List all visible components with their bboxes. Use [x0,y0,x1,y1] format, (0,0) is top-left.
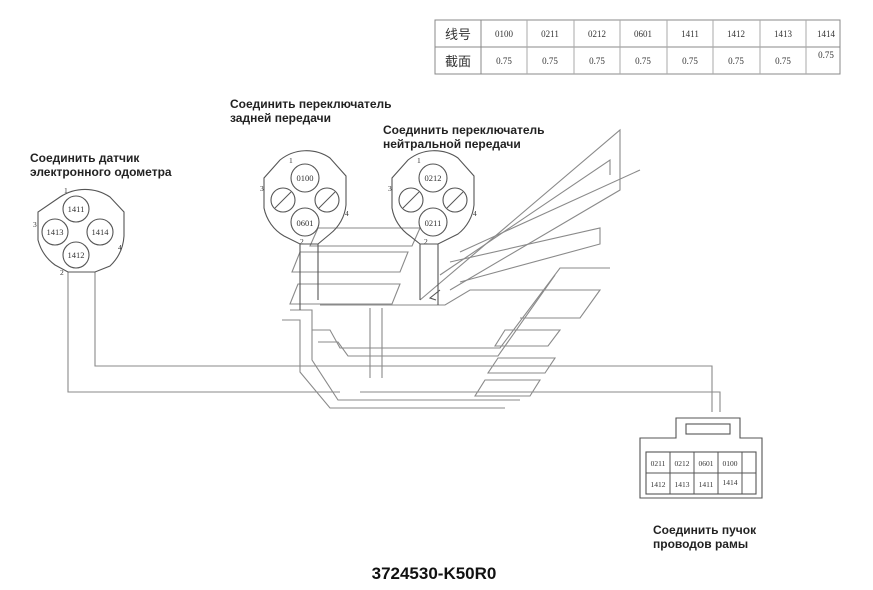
table-cell: 0.75 [496,56,512,66]
pin-label: 0100 [297,173,314,183]
wire-table: 线号 截面 0100 0211 0212 0601 1411 1412 1413… [434,19,841,75]
pin-label: 1413 [47,227,64,237]
svg-text:задней передачи: задней передачи [230,111,331,125]
table-sections: 0.75 0.75 0.75 0.75 0.75 0.75 0.75 0.75 [496,50,834,66]
pin-label: 0601 [297,218,314,228]
table-cell: 0211 [541,29,559,39]
svg-text:Соединить переключатель: Соединить переключатель [383,123,545,137]
wire-harness [67,128,721,412]
svg-text:проводов рамы: проводов рамы [653,537,748,551]
table-cell: 0.75 [775,56,791,66]
table-header-section: 截面 [445,54,471,69]
connector-odometer: 1411 1413 1414 1412 1 3 4 2 [33,186,125,277]
label-reverse-switch: Соединить переключатель задней передачи [230,97,392,125]
pin-label: 1412 [651,480,666,489]
pin-position: 3 [388,184,392,193]
pin-position: 1 [289,156,293,165]
table-cell: 0.75 [542,56,558,66]
label-odometer: Соединить датчик электронного одометра [30,151,172,179]
svg-text:Соединить переключатель: Соединить переключатель [230,97,392,111]
table-cell: 0.75 [682,56,698,66]
table-wire-numbers: 0100 0211 0212 0601 1411 1412 1413 1414 [495,29,836,39]
table-cell: 1411 [681,29,699,39]
pin-position: 4 [345,209,349,218]
pin-label: 0100 [723,459,738,468]
pin-label: 0212 [675,459,690,468]
table-cell: 0.75 [635,56,651,66]
svg-text:электронного одометра: электронного одометра [30,165,172,179]
table-header-wire-number: 线号 [445,27,471,42]
pin-label: 1411 [68,204,85,214]
table-cell: 1413 [774,29,793,39]
pin-label: 0601 [699,459,714,468]
pin-position: 3 [260,184,264,193]
pin-position: 2 [60,268,64,277]
pin-label: 1414 [723,478,738,487]
pin-label: 0211 [425,218,442,228]
connector-frame-harness: 0211 0212 0601 0100 1412 1413 1411 1414 [639,417,763,499]
label-frame-harness: Соединить пучок проводов рамы [653,523,757,551]
pin-label: 0212 [425,173,442,183]
svg-text:нейтральной передачи: нейтральной передачи [383,137,521,151]
table-cell: 1414 [817,29,836,39]
part-number-title: 3724530-K50R0 [372,564,497,583]
pin-label: 1413 [675,480,690,489]
table-cell: 0100 [495,29,514,39]
table-cell: 0.75 [818,50,834,60]
label-neutral-switch: Соединить переключатель нейтральной пере… [383,123,545,151]
table-cell: 0601 [634,29,652,39]
table-cell: 0212 [588,29,606,39]
connector-neutral-switch: 0212 0211 1 3 4 2 [388,150,477,246]
pin-position: 1 [417,156,421,165]
svg-text:Соединить пучок: Соединить пучок [653,523,757,537]
pin-label: 1411 [699,480,714,489]
pin-position: 1 [64,186,68,195]
pin-position: 4 [473,209,477,218]
pin-position: 2 [300,237,304,246]
pin-position: 3 [33,220,37,229]
pin-position: 2 [424,237,428,246]
connector-reverse-switch: 0100 0601 1 3 4 2 [260,150,349,246]
pin-label: 1412 [68,250,85,260]
table-cell: 1412 [727,29,745,39]
pin-label: 1414 [92,227,110,237]
table-cell: 0.75 [728,56,744,66]
pin-label: 0211 [651,459,666,468]
svg-text:Соединить датчик: Соединить датчик [30,151,140,165]
pin-position: 4 [118,243,122,252]
table-cell: 0.75 [589,56,605,66]
